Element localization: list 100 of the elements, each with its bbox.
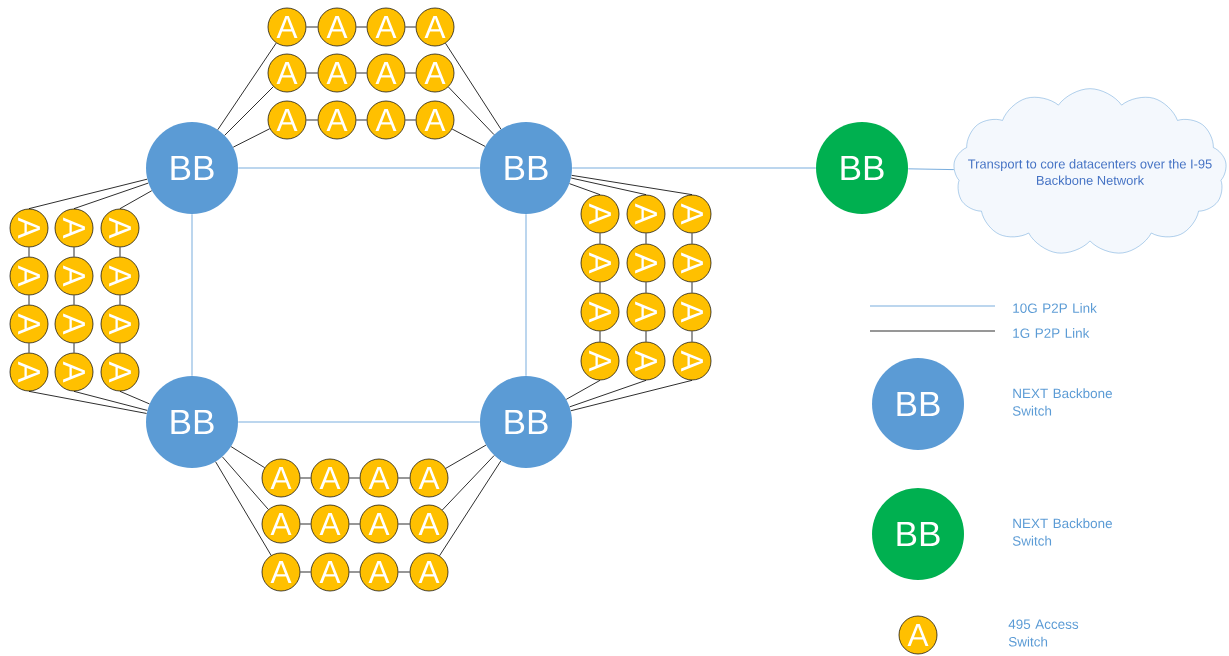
access-switch: A [359, 504, 399, 544]
link-line [28, 294, 30, 306]
access-switch: A [261, 552, 301, 592]
access-switch: A [54, 352, 94, 392]
link-line [404, 119, 417, 121]
backbone-switch: BB [480, 122, 572, 214]
access-switch: A [580, 194, 620, 234]
link-line [691, 281, 693, 294]
link-line [691, 232, 693, 245]
link-line [222, 456, 269, 510]
legend-text: 495 Access Switch [1008, 619, 1079, 647]
link-line [73, 294, 75, 306]
link-line [73, 390, 148, 411]
link-line [73, 342, 75, 354]
access-switch: A [317, 53, 357, 93]
link-line [299, 571, 312, 573]
link-line [119, 390, 150, 405]
access-switch: A [359, 552, 399, 592]
access-switch: A [100, 304, 140, 344]
link-line [355, 26, 368, 28]
link-line [570, 177, 647, 196]
access-switch: A [359, 458, 399, 498]
link-line [355, 72, 368, 74]
link-line [907, 168, 955, 170]
link-line [397, 477, 411, 479]
swatch-label: A [907, 624, 929, 646]
link-line [224, 86, 274, 136]
link-line [599, 330, 601, 343]
access-switch: A [366, 53, 406, 93]
access-switch: A [409, 552, 449, 592]
access-switch: A [310, 504, 350, 544]
link-line [237, 421, 481, 423]
access-switch: A [9, 304, 49, 344]
link-line [348, 571, 361, 573]
link-line [237, 167, 481, 169]
access-switch: A [9, 208, 49, 248]
swatch-label: BB [897, 521, 940, 547]
link-line [441, 455, 495, 511]
backbone-switch: BB [146, 376, 238, 468]
access-switch: A [261, 458, 301, 498]
link-line [571, 174, 693, 196]
link-line [355, 119, 368, 121]
access-switch: A [672, 341, 712, 381]
link-line [305, 119, 319, 121]
access-switch: A [261, 504, 301, 544]
access-switch: A [100, 352, 140, 392]
access-switch: A [626, 341, 666, 381]
link-line [230, 446, 266, 469]
access-switch: A [317, 100, 357, 140]
access-switch: A [626, 194, 666, 234]
access-switch: A [366, 100, 406, 140]
access-switch: A [54, 304, 94, 344]
access-switch: A [626, 243, 666, 283]
link-line [599, 232, 601, 245]
legend-text: 1G P2P Link [1013, 328, 1090, 338]
link-line [28, 342, 30, 354]
link-line [569, 183, 601, 196]
link-line [28, 390, 147, 414]
link-line [119, 294, 121, 306]
link-line [599, 281, 601, 294]
link-line [119, 246, 121, 258]
link-line [73, 182, 149, 210]
link-line [570, 379, 693, 412]
access-switch: A [366, 7, 406, 47]
access-switch: A [310, 552, 350, 592]
access-switch: A [100, 208, 140, 248]
link-line [404, 26, 417, 28]
link-line [439, 460, 502, 557]
access-switch: A [415, 53, 455, 93]
link-line [571, 167, 817, 169]
link-line [305, 26, 319, 28]
link-line [565, 379, 601, 400]
link-line [119, 190, 153, 210]
link-line [299, 477, 312, 479]
backbone-switch: BB [146, 122, 238, 214]
access-switch: A [415, 7, 455, 47]
access-switch: A [672, 194, 712, 234]
access-switch: A [415, 100, 455, 140]
link-line [404, 72, 417, 74]
access-switch: A [409, 458, 449, 498]
access-switch: A [580, 243, 620, 283]
link-line [445, 42, 502, 130]
link-line [348, 523, 361, 525]
swatch-label: BB [897, 391, 940, 417]
access-switch: A [54, 208, 94, 248]
access-switch: A [409, 504, 449, 544]
link-line [232, 128, 271, 148]
link-line [348, 477, 361, 479]
link-line [217, 42, 277, 131]
link-line [299, 523, 312, 525]
access-switch: A [672, 292, 712, 332]
link-line [397, 571, 411, 573]
access-switch: A [100, 256, 140, 296]
link-line [445, 444, 487, 469]
link-line [451, 128, 486, 147]
access-switch: A [317, 7, 357, 47]
access-switch: A [580, 341, 620, 381]
link-line [645, 232, 647, 245]
legend-text: NEXT Backbone Switch [1012, 518, 1112, 546]
link-line [569, 379, 647, 408]
